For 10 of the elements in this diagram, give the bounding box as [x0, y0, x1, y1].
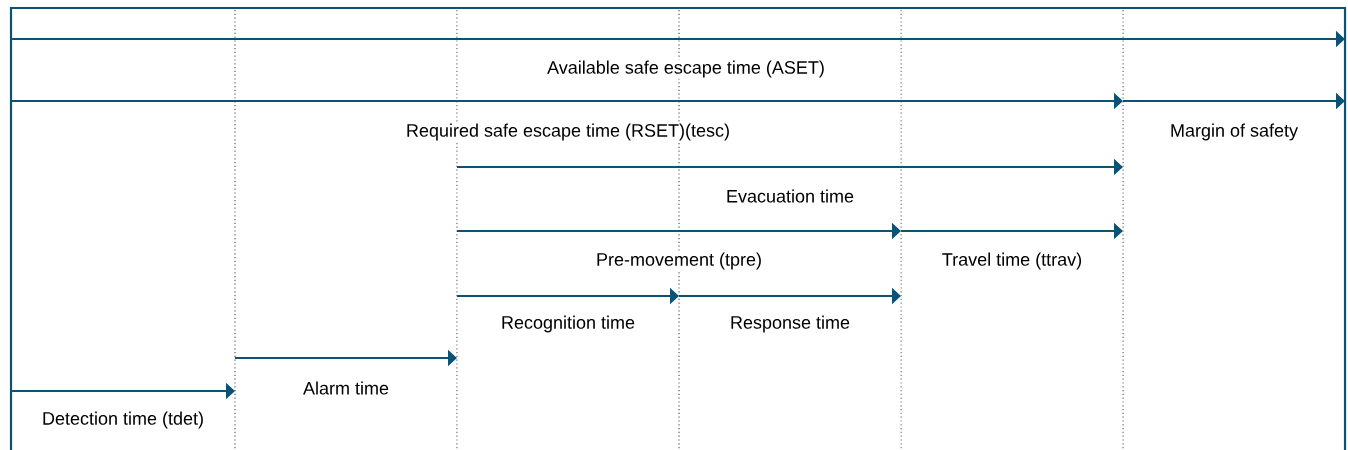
duration-label: Pre-movement (tpre)	[595, 251, 764, 271]
duration-label: Available safe escape time (ASET)	[546, 59, 826, 79]
duration-label: Margin of safety	[1169, 122, 1300, 142]
duration-label: Recognition time	[500, 314, 637, 334]
duration-label: Evacuation time	[725, 188, 856, 204]
duration-label: Detection time (tdet)	[40, 410, 206, 430]
duration-label: Response time	[729, 314, 852, 334]
duration-label: Travel time (ttrav)	[940, 251, 1084, 271]
duration-label: Required safe escape time (RSET)(tesc)	[404, 122, 732, 142]
duration-label: Alarm time	[302, 380, 390, 396]
